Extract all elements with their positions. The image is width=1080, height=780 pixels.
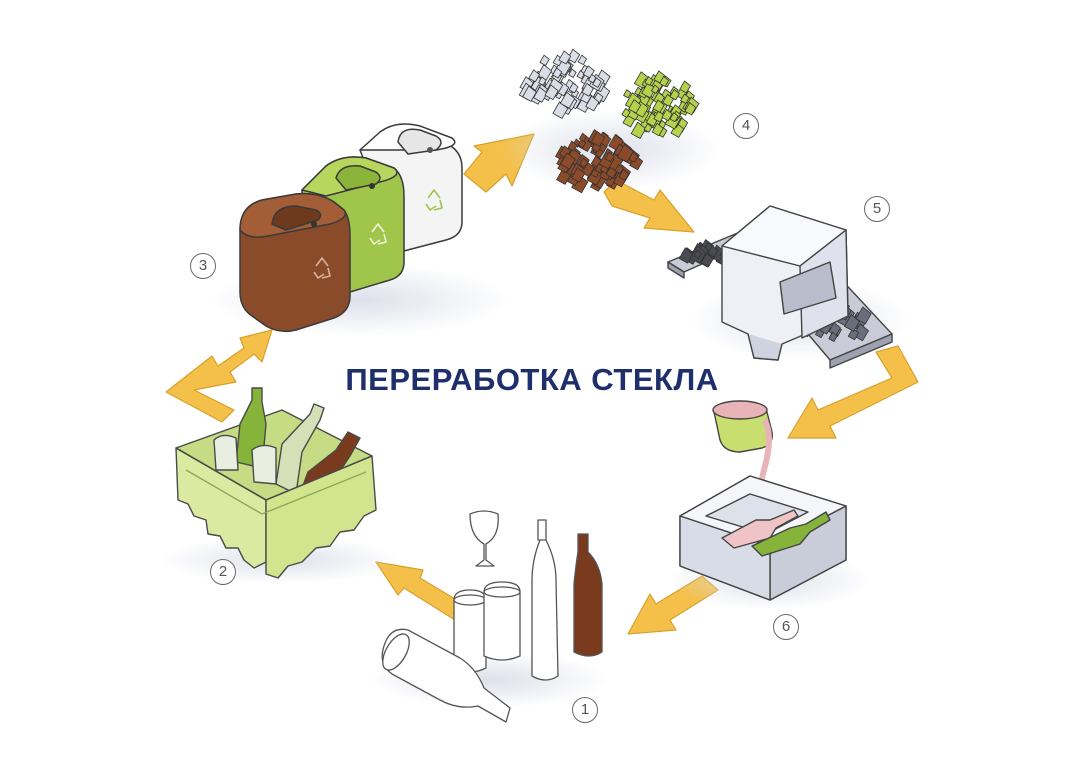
cullet-shard [669,112,679,123]
cullet-shard [560,152,576,170]
cullet-shard [628,99,642,114]
cullet-shard [568,82,579,94]
cullet-shard [587,73,597,84]
glass-items-icon [370,510,610,723]
cullet-shard [552,67,563,79]
cullet-shard [533,86,548,103]
cullet-shard [661,108,673,122]
arrow-2-to-3 [165,329,273,423]
cullet-shard [684,102,697,116]
crushed-glass-piles-icon [500,48,720,194]
cullet-shard [544,84,559,101]
arrow-1-to-2 [375,561,471,621]
cullet-shard [604,151,615,163]
cullet-shard [616,143,634,163]
cullet-shard [855,306,872,325]
cullet-shard [707,245,719,258]
cullet-shard [577,54,588,66]
cullet-brown-pile [554,129,644,194]
molten-glass-mold-icon [670,400,870,610]
cullet-shard [578,157,589,168]
crate-with-bottles-icon [160,387,400,584]
cullet-shard [556,168,571,185]
cullet-clear-pile [518,48,611,119]
cullet-shard [700,252,714,268]
cullet-shard [652,99,665,113]
cullet-shard [669,88,680,101]
step-number-1: 1 [572,697,598,723]
cullet-shard [651,122,664,137]
cullet-shard [680,93,690,104]
cullet-shard [659,75,670,88]
cullet-shard [581,82,594,97]
cullet-shard [614,163,624,175]
cullet-shard [590,130,606,147]
conveyor-machine-icon [667,205,910,369]
cullet-shard [567,140,578,152]
cullet-shard [644,75,654,86]
cullet-shard [571,167,586,183]
cullet-shard [641,81,657,99]
cullet-shard [847,327,859,341]
arrow-5-to-6 [787,345,919,439]
step-number-5: 5 [864,196,890,222]
cullet-shard [568,68,577,78]
step-number-3: 3 [190,253,216,279]
cullet-shard [578,132,588,142]
cullet-shard [570,88,580,98]
cullet-shard [678,247,694,264]
step-number-4: 4 [733,113,759,139]
step-number-6: 6 [773,614,799,640]
cullet-shard [828,331,838,342]
cullet-shard [643,122,653,133]
cullet-shard [670,122,685,138]
cullet-shard [618,168,630,181]
cullet-shard [576,69,585,80]
cullet-shard [558,50,572,65]
cullet-shard [528,69,541,83]
cullet-shard [653,110,665,123]
cullet-shard [594,147,604,159]
sorting-bins-icon [210,123,510,336]
cullet-shard [679,80,691,94]
cullet-shard [650,84,660,94]
cullet-shard [585,95,600,112]
cullet-shard [559,91,576,109]
cullet-shard [538,76,547,86]
cullet-shard [592,77,602,88]
step-number-2: 2 [210,559,236,585]
diagram-title: ПЕРЕРАБОТКА СТЕКЛА [345,362,719,397]
cullet-shard [630,121,647,139]
cullet-green-pile [621,70,700,139]
cullet-shard [621,107,631,118]
cullet-shard [693,249,702,259]
cullet-shard [623,89,632,99]
cullet-shard [522,85,537,102]
cullet-shard [539,54,550,67]
cullet-shard [629,154,644,171]
